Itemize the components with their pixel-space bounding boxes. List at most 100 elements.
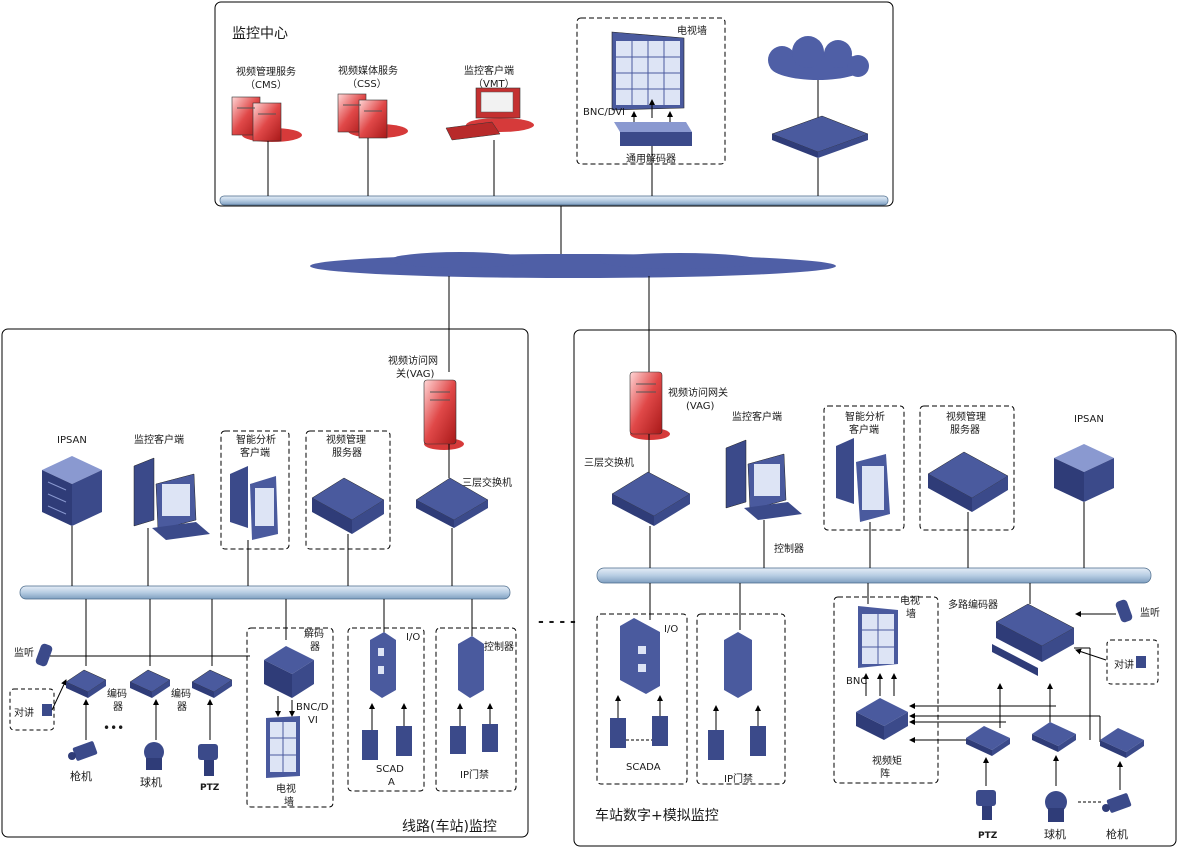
left-decoder-label-2: 器 <box>310 641 320 653</box>
right-encoder-2-icon <box>1032 722 1076 752</box>
right-panel-title: 车站数字+模拟监控 <box>595 807 719 824</box>
left-listen-label: 监听 <box>14 646 34 659</box>
monitoring-center-panel: 监控中心 视频管理服务 （CMS） 视频媒体服务 （CSS） 监控客 <box>214 1 894 207</box>
network-switch-icon <box>771 115 869 158</box>
right-ipsan-storage-icon <box>1054 444 1114 502</box>
css-sub-label: （CSS） <box>347 78 387 90</box>
decoder-icon <box>614 122 692 146</box>
backbone-network-cloud <box>310 252 836 278</box>
station-digital-analog-panel: 车站数字+模拟监控 视频访问网关 (VAG) 三层交换机 监控客户端 控制器 智 <box>573 329 1177 847</box>
left-intercom-icon <box>42 704 52 716</box>
right-scada-label: SCADA <box>626 762 661 773</box>
right-scada-device-2-icon <box>652 716 668 746</box>
right-vag-server-icon <box>629 371 670 440</box>
right-matrix-label-1: 视频矩 <box>872 754 902 767</box>
left-scada-device-1-icon <box>362 730 378 760</box>
right-ipdoor-2-icon <box>750 726 766 756</box>
left-vms-server-icon <box>311 477 385 534</box>
right-switch-icon <box>611 471 691 526</box>
left-controller-label: 控制器 <box>484 640 514 653</box>
right-encoder-3-icon <box>1100 728 1144 758</box>
vmt-label: 监控客户端 <box>464 64 514 77</box>
right-vag-label-2: (VAG) <box>686 401 715 412</box>
left-tv-label-2: 墙 <box>284 795 294 808</box>
left-ipsan-label: IPSAN <box>57 435 87 446</box>
right-vms-label-2: 服务器 <box>950 423 980 436</box>
cms-label: 视频管理服务 <box>236 65 296 78</box>
right-tv-wall-icon <box>858 606 898 668</box>
left-encoder-2-icon <box>129 669 171 698</box>
left-ptz-label: PTZ <box>200 783 220 793</box>
left-smart-label-1: 智能分析 <box>236 433 276 446</box>
right-listen-label: 监听 <box>1140 606 1160 619</box>
right-vms-server-icon <box>927 451 1009 512</box>
tv-wall-icon <box>611 31 685 111</box>
right-ptz-label: PTZ <box>978 831 998 841</box>
right-matrix-label-2: 阵 <box>880 767 890 780</box>
left-talk-label: 对讲 <box>14 706 34 719</box>
line-station-panel: 线路(车站)监控 视频访问网 关(VAG) 三层交换机 IPSAN 监控 <box>1 328 529 838</box>
left-encoder2-label-2: 器 <box>177 701 187 713</box>
right-ptz-camera-icon <box>976 790 996 820</box>
left-encoder-1-icon <box>65 669 107 698</box>
vmt-sub-label: （VMT） <box>473 78 515 90</box>
left-gun-label: 枪机 <box>70 769 92 783</box>
right-ipsan-label: IPSAN <box>1074 414 1104 425</box>
right-talk-label: 对讲 <box>1114 658 1134 671</box>
right-gun-camera-icon <box>1102 793 1132 813</box>
right-client-workstation-icon <box>725 439 802 520</box>
decoder-label: 通用解码器 <box>626 152 676 165</box>
left-gun-camera-icon <box>68 741 98 761</box>
right-switch-label: 三层交换机 <box>584 456 634 469</box>
css-label: 视频媒体服务 <box>338 64 398 77</box>
left-panel-title: 线路(车站)监控 <box>402 818 497 835</box>
left-io-label: I/O <box>406 632 420 643</box>
right-controller-box-icon <box>724 632 752 698</box>
left-switch-icon <box>415 477 489 528</box>
center-title: 监控中心 <box>232 26 288 42</box>
left-client-workstation-icon <box>133 457 210 540</box>
left-encoder-label-2: 器 <box>113 701 123 713</box>
left-dots-label: ••• <box>103 721 124 735</box>
left-ptz-camera-icon <box>198 744 218 776</box>
right-ipdoor-label: IP门禁 <box>724 772 753 785</box>
right-scada-device-1-icon <box>610 718 626 748</box>
left-decoder-icon <box>264 646 314 698</box>
left-scada-label-1: SCAD <box>376 764 404 775</box>
right-multi-encoder-icon <box>992 603 1075 676</box>
left-encoder-label-1: 编码 <box>107 687 127 700</box>
vmt-workstation-icon <box>445 87 534 141</box>
right-controller-label: 控制器 <box>774 542 804 555</box>
left-encoder2-label-1: 编码 <box>171 687 191 700</box>
right-multi-encoder-label: 多路编码器 <box>948 598 998 611</box>
left-ipdoor-2-icon <box>482 724 498 752</box>
right-smart-label-1: 智能分析 <box>845 410 885 423</box>
left-ipdoor-1-icon <box>450 726 466 754</box>
left-vms-label-2: 服务器 <box>332 446 362 459</box>
right-vag-label-1: 视频访问网关 <box>668 386 728 399</box>
left-scada-device-2-icon <box>396 726 412 756</box>
left-dome-camera-icon <box>144 742 164 770</box>
right-dome-camera-icon <box>1045 791 1067 822</box>
right-gun-label: 枪机 <box>1106 827 1128 841</box>
css-server-icon <box>337 93 408 139</box>
left-smart-label-2: 客户端 <box>240 446 270 459</box>
right-vms-label-1: 视频管理 <box>946 410 986 423</box>
right-encoder-1-icon <box>966 726 1010 756</box>
right-intercom-icon <box>1136 656 1146 668</box>
tv-wall-label: 电视墙 <box>677 24 707 37</box>
left-decoder-label-1: 解码 <box>304 627 324 640</box>
left-dome-label: 球机 <box>140 775 162 789</box>
left-client-label: 监控客户端 <box>134 433 184 446</box>
left-tv-label-1: 电视 <box>276 782 296 795</box>
bnc-dvi-label: BNC/DVI <box>583 107 625 118</box>
left-vag-label-2: 关(VAG) <box>396 367 435 380</box>
right-smart-client-icon <box>836 438 890 522</box>
panel-separator-dots: - - - - <box>538 614 576 630</box>
left-vms-label-1: 视频管理 <box>326 433 366 446</box>
right-io-label: I/O <box>664 624 678 635</box>
center-network-bus <box>219 195 889 206</box>
right-tv-label-1: 电视 <box>900 594 920 607</box>
cms-server-icon <box>231 96 302 142</box>
